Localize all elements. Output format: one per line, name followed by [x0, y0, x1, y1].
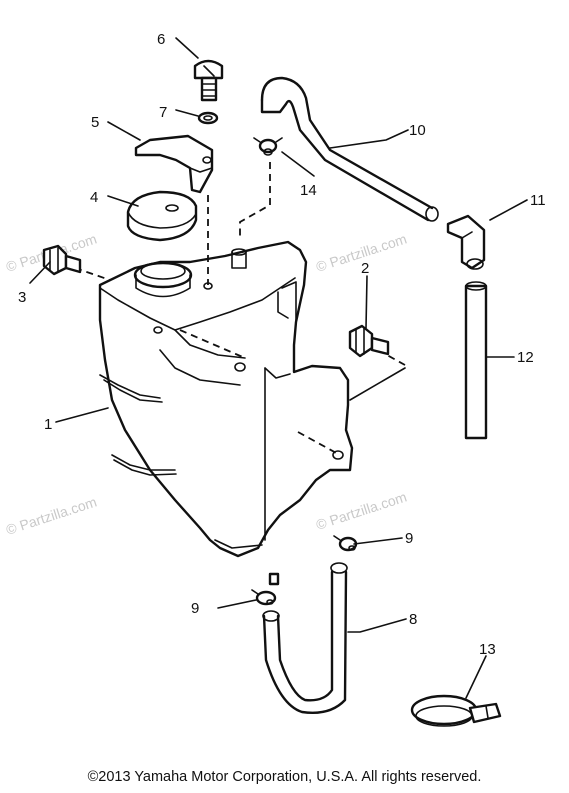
watermark-text: © Partzilla.com — [4, 493, 99, 537]
copyright-notice: ©2013 Yamaha Motor Corporation, U.S.A. A… — [87, 769, 482, 785]
bracket — [134, 134, 214, 194]
callout-14: 14 — [300, 182, 317, 199]
callout-2: 2 — [361, 260, 369, 277]
clip-upper — [253, 137, 283, 156]
callout-5: 5 — [91, 114, 99, 131]
hose-straight — [464, 281, 488, 440]
callout-9-right: 9 — [405, 530, 413, 547]
elbow-joint — [446, 214, 486, 270]
clip-lower-right — [333, 535, 358, 552]
leader-lines — [29, 37, 528, 699]
callout-8: 8 — [409, 611, 417, 628]
watermark-text: © Partzilla.com — [314, 488, 409, 532]
oil-tank — [98, 240, 354, 586]
callout-labels: 6 7 5 4 3 1 2 10 11 12 14 9 9 8 13 — [18, 31, 546, 658]
callout-12: 12 — [517, 349, 534, 366]
callout-7: 7 — [159, 104, 167, 121]
callout-1: 1 — [44, 416, 52, 433]
clip-lower-left — [251, 589, 277, 606]
hose-lower — [262, 562, 348, 714]
callout-6: 6 — [157, 31, 165, 48]
callout-9-left: 9 — [191, 600, 199, 617]
fitting-left — [42, 244, 82, 276]
hose-upper — [260, 76, 439, 222]
callout-10: 10 — [409, 122, 426, 139]
callout-3: 3 — [18, 289, 26, 306]
callout-4: 4 — [90, 189, 98, 206]
washer — [197, 111, 219, 125]
tank-cap — [126, 190, 198, 242]
band-clamp — [410, 694, 502, 727]
callout-11: 11 — [530, 192, 546, 209]
callout-13: 13 — [479, 641, 496, 658]
fitting-right — [348, 324, 390, 358]
bolt — [193, 59, 224, 102]
